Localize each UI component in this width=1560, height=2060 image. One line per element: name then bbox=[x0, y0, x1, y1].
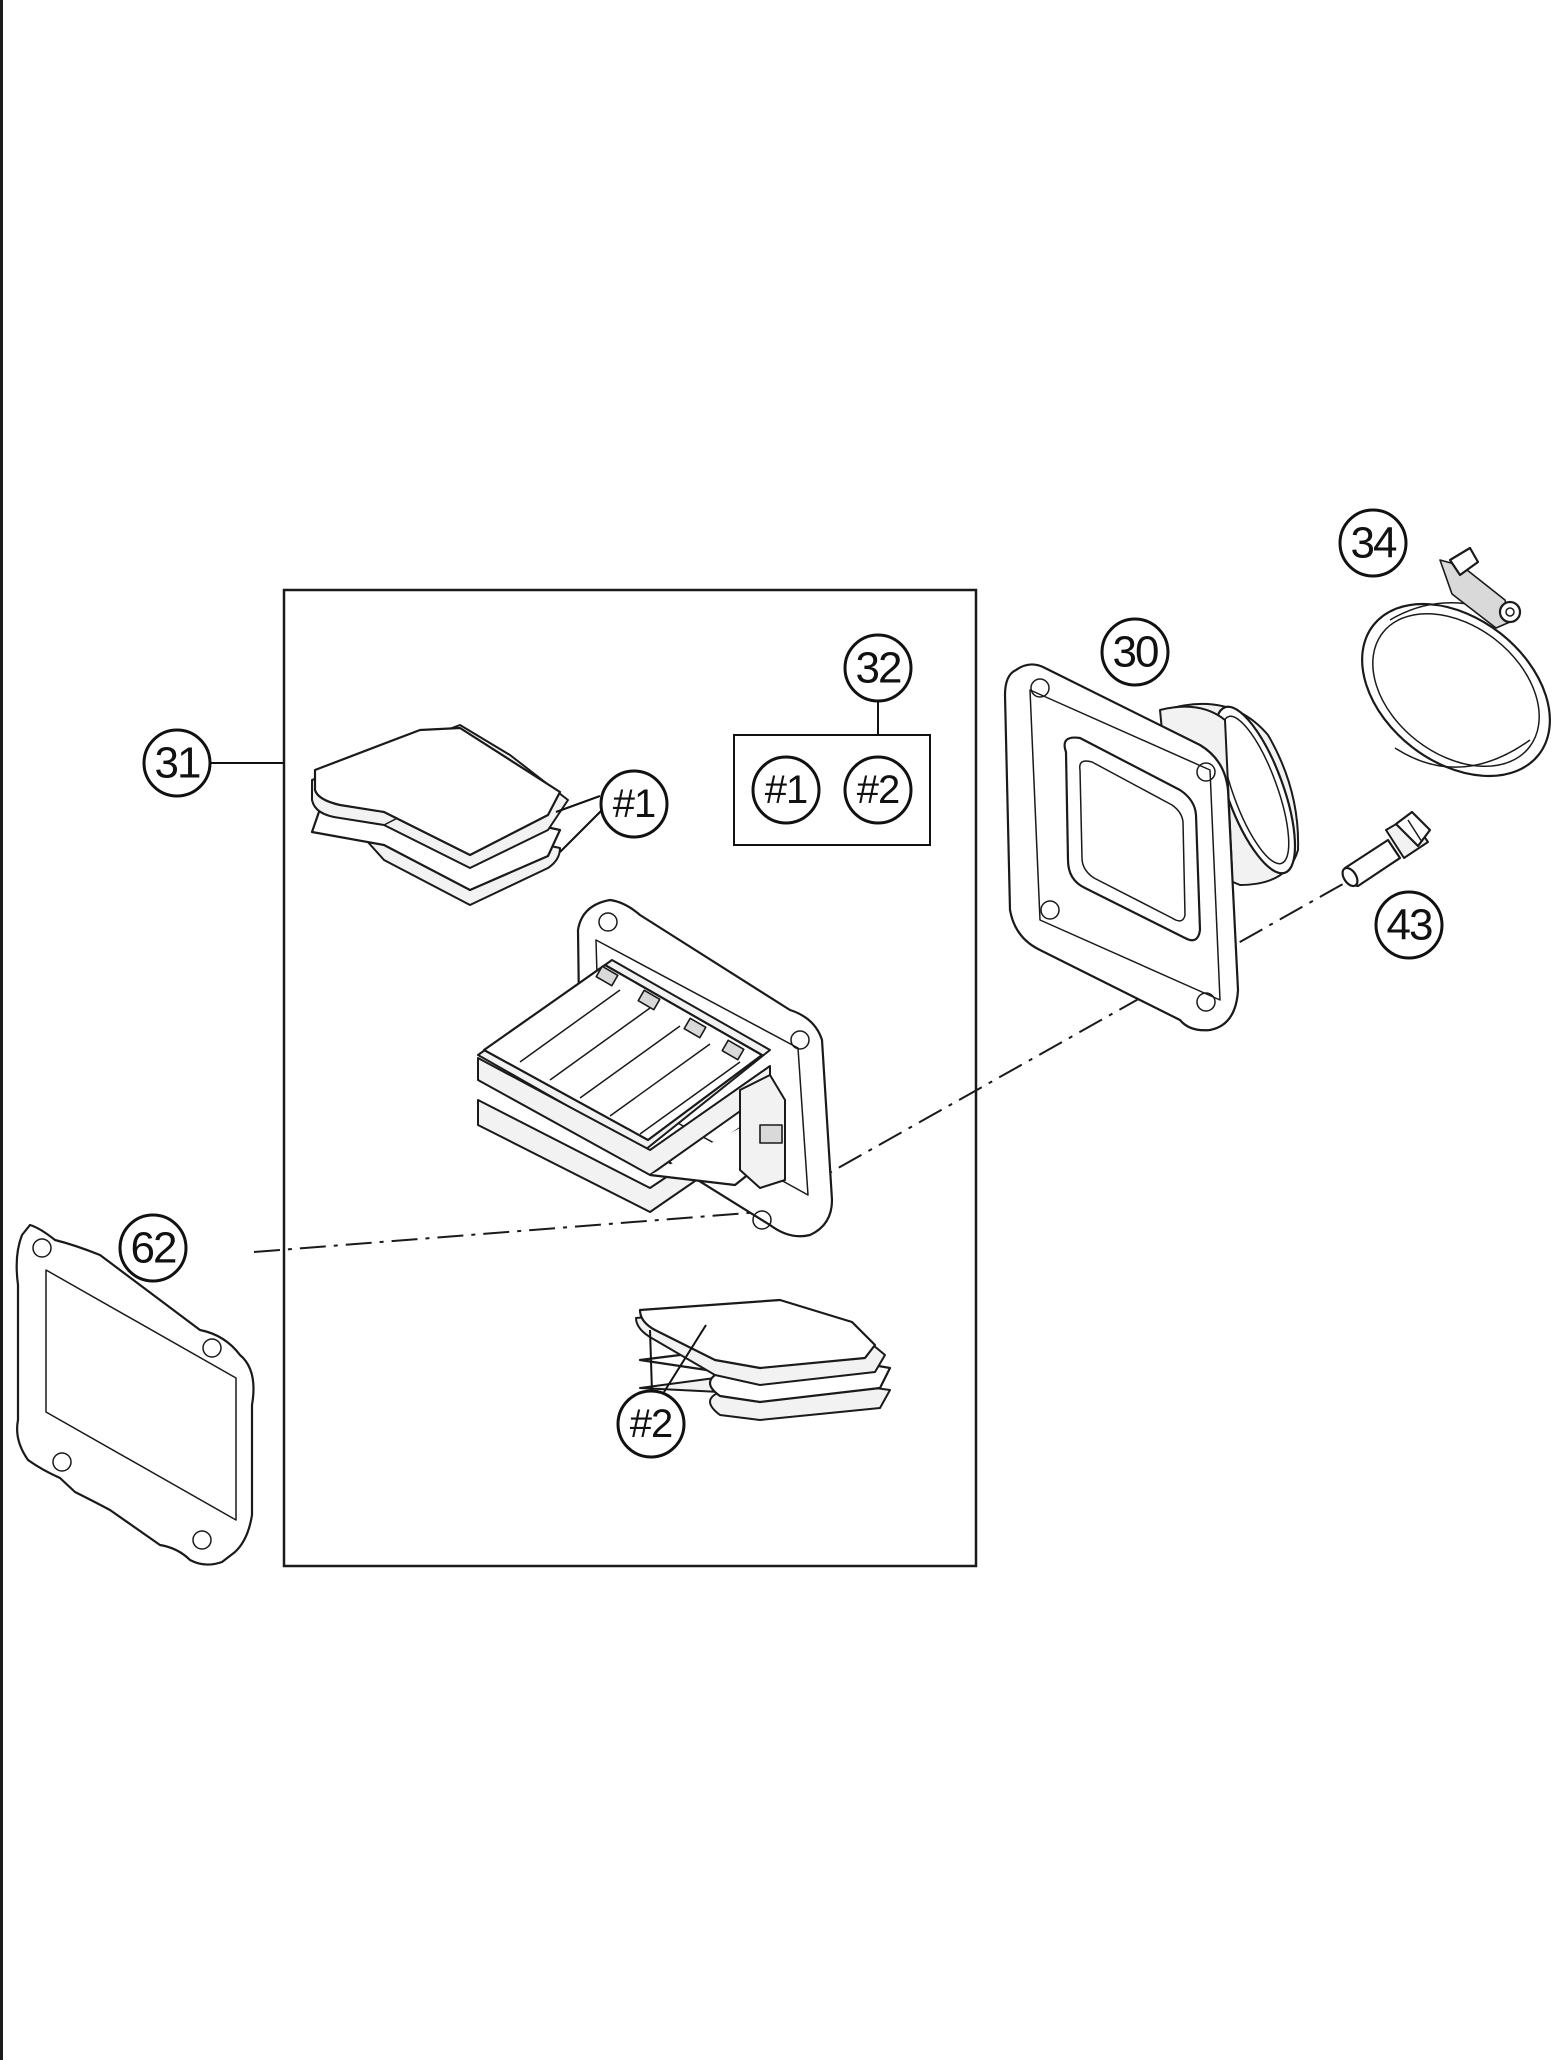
callout-sub1-top: #1 bbox=[599, 769, 669, 839]
callout-sub1-top-label: #1 bbox=[613, 782, 656, 826]
callout-43-label: 43 bbox=[1387, 901, 1432, 950]
callout-34-label: 34 bbox=[1351, 519, 1397, 568]
reed-petals-bottom bbox=[635, 1298, 892, 1421]
callout-62: 62 bbox=[118, 1213, 188, 1283]
gasket-62 bbox=[15, 1223, 255, 1566]
callout-sub1-box: #1 bbox=[751, 755, 821, 825]
callout-31: 31 bbox=[142, 728, 212, 798]
callout-43: 43 bbox=[1374, 890, 1444, 960]
screw-43 bbox=[1341, 810, 1432, 888]
callout-34: 34 bbox=[1338, 508, 1408, 578]
callout-sub2-bottom: #2 bbox=[616, 1389, 686, 1459]
callout-sub2-box: #2 bbox=[843, 755, 913, 825]
reed-block bbox=[477, 898, 834, 1238]
callout-sub2-bottom-label: #2 bbox=[630, 1402, 673, 1446]
reed-petals-top bbox=[310, 724, 569, 906]
assembly-box-31 bbox=[282, 588, 978, 1568]
hose-clamp-34 bbox=[1361, 546, 1551, 778]
callout-sub2-box-label: #2 bbox=[857, 768, 900, 812]
leader-lines bbox=[211, 696, 931, 1393]
callout-31-label: 31 bbox=[155, 739, 200, 788]
intake-flange-30 bbox=[1003, 663, 1300, 1032]
callout-30-label: 30 bbox=[1113, 628, 1158, 677]
callout-30: 30 bbox=[1100, 617, 1170, 687]
callout-32: 32 bbox=[843, 633, 913, 703]
callout-32-label: 32 bbox=[856, 644, 901, 693]
callout-62-label: 62 bbox=[131, 1224, 176, 1273]
callout-sub1-box-label: #1 bbox=[765, 768, 808, 812]
